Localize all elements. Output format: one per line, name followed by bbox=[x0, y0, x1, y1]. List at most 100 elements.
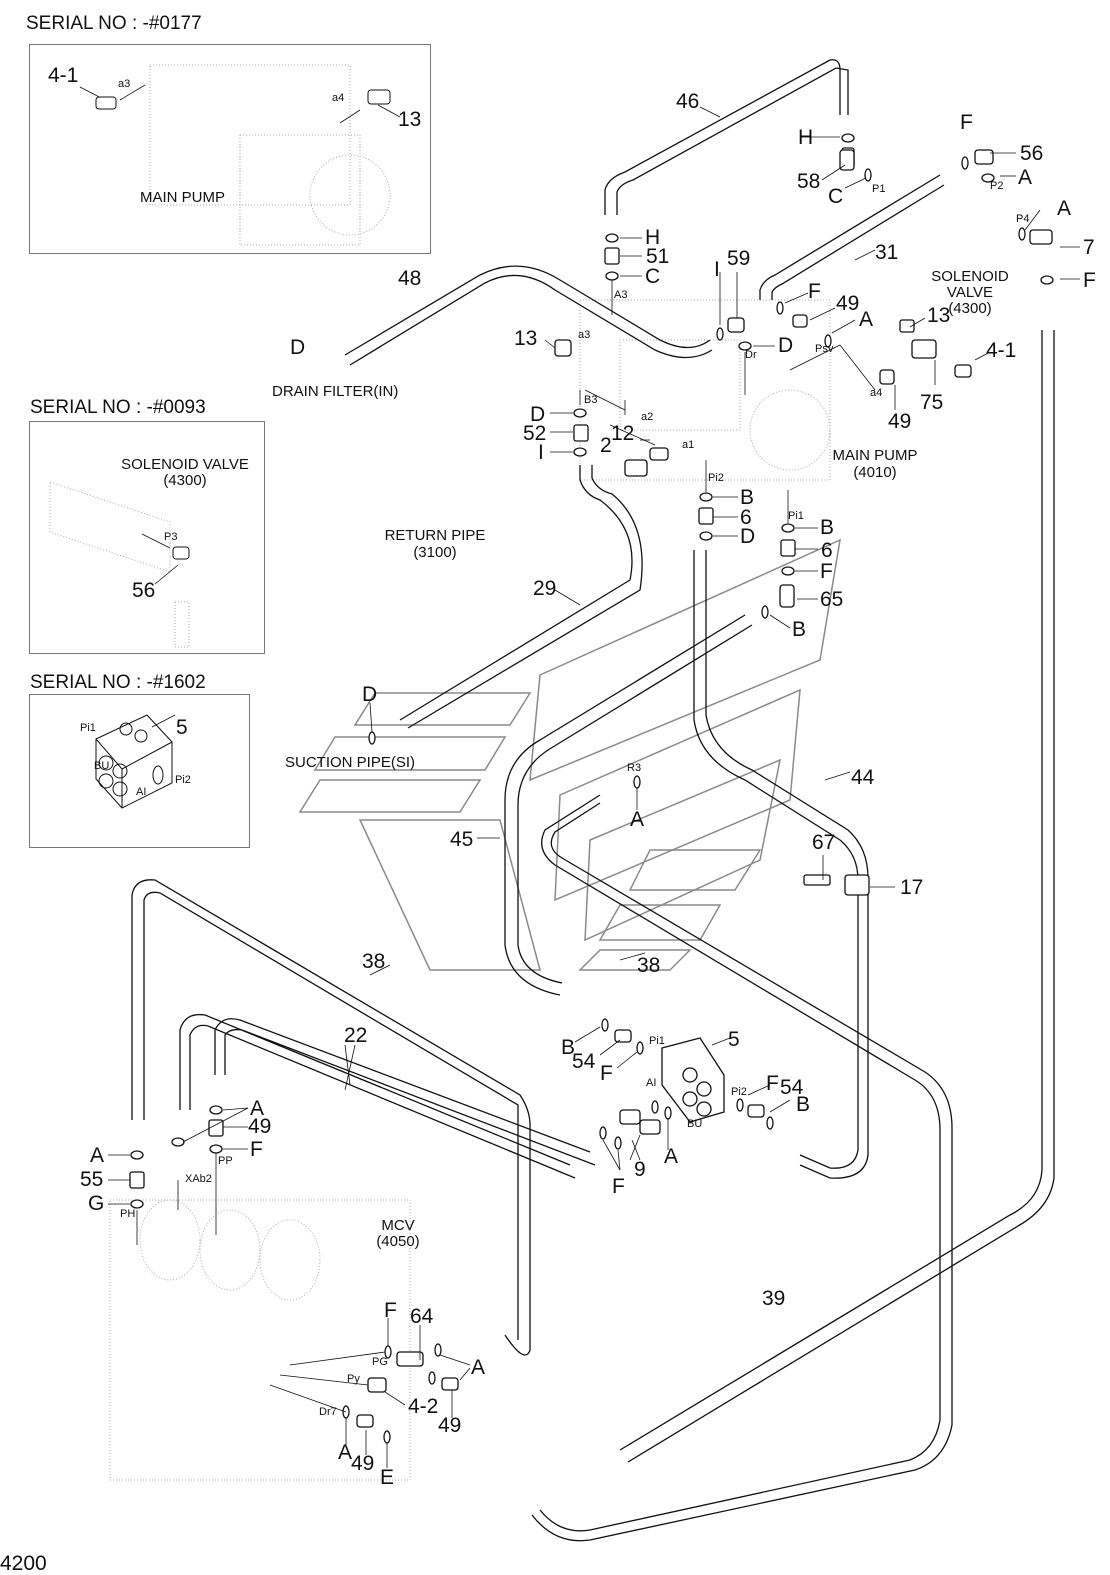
callout-6-b: 6 bbox=[821, 539, 833, 562]
callout-65: 65 bbox=[820, 588, 844, 611]
main-pump-label: MAIN PUMP bbox=[140, 189, 226, 206]
seal-B-pi2: B bbox=[740, 486, 755, 509]
port-a3: a3 bbox=[578, 329, 591, 341]
seal-D-suction: D bbox=[362, 683, 378, 706]
port-psv: Psv bbox=[815, 343, 834, 355]
port-a4: a4 bbox=[332, 92, 345, 104]
port-pi1: Pi1 bbox=[788, 510, 804, 522]
callout-54-right: 54 bbox=[780, 1076, 804, 1099]
seal-H-top: H bbox=[798, 126, 814, 149]
callout-31: 31 bbox=[875, 241, 899, 264]
port-py: Py bbox=[347, 1373, 360, 1385]
seal-G: G bbox=[88, 1192, 105, 1215]
suction-pipe-label: SUCTION PIPE(SI) bbox=[285, 754, 416, 771]
callout-56: 56 bbox=[132, 579, 156, 602]
callout-67: 67 bbox=[812, 831, 836, 854]
callout-4-1-main: 4-1 bbox=[986, 339, 1017, 362]
callout-46: 46 bbox=[676, 90, 700, 113]
callout-58: 58 bbox=[797, 170, 821, 193]
port-pi2: Pi2 bbox=[175, 774, 191, 786]
callout-44: 44 bbox=[851, 766, 875, 789]
seal-B-pi1: B bbox=[820, 516, 835, 539]
callout-4-2: 4-2 bbox=[408, 1395, 439, 1418]
callout-17: 17 bbox=[900, 876, 924, 899]
port-p1: P1 bbox=[872, 183, 886, 195]
seal-A-block: A bbox=[664, 1145, 679, 1168]
port-pi1: Pi1 bbox=[80, 722, 96, 734]
callout-38-left: 38 bbox=[362, 950, 386, 973]
port-bu: BU bbox=[94, 760, 110, 772]
port-a1: a1 bbox=[682, 439, 695, 451]
callout-49-b: 49 bbox=[888, 410, 912, 433]
port-p3: P3 bbox=[164, 531, 178, 543]
return-pipe-code: (3100) bbox=[413, 544, 457, 561]
seal-D-dr: D bbox=[778, 334, 794, 357]
seal-C: C bbox=[645, 265, 661, 288]
mcv-code: (4050) bbox=[376, 1233, 420, 1250]
callout-22: 22 bbox=[344, 1024, 368, 1047]
seal-E: E bbox=[380, 1466, 395, 1489]
solenoid-valve-label-1: SOLENOID bbox=[931, 268, 1009, 285]
port-a3-upper: A3 bbox=[614, 289, 628, 301]
callout-48: 48 bbox=[398, 267, 422, 290]
port-pp: PP bbox=[218, 1155, 233, 1167]
callout-5-main: 5 bbox=[728, 1028, 740, 1051]
inset-1-title: SERIAL NO : -#0177 bbox=[26, 13, 202, 34]
callout-64: 64 bbox=[410, 1305, 434, 1328]
callout-75: 75 bbox=[920, 391, 944, 414]
seal-I: I bbox=[538, 441, 544, 464]
port-pg: PG bbox=[372, 1356, 388, 1368]
solenoid-valve-label: SOLENOID VALVE bbox=[121, 456, 249, 473]
callout-13: 13 bbox=[398, 108, 422, 131]
seal-B-right: B bbox=[796, 1093, 811, 1116]
callout-39: 39 bbox=[762, 1287, 786, 1310]
seal-B-65: B bbox=[792, 618, 807, 641]
seal-F-56: F bbox=[960, 111, 973, 134]
inset-2-solenoid-valve: SOLENOID VALVE (4300) P3 56 bbox=[29, 421, 265, 654]
callout-49-a: 49 bbox=[836, 292, 860, 315]
callout-45: 45 bbox=[450, 828, 474, 851]
port-p2: P2 bbox=[990, 180, 1004, 192]
port-a3: a3 bbox=[118, 78, 131, 90]
port-dr: Dr bbox=[745, 349, 757, 361]
solenoid-valve-sketch bbox=[49, 481, 190, 648]
seal-A-p4: A bbox=[1057, 197, 1072, 220]
seal-A-psv: A bbox=[859, 308, 874, 331]
inset-3-valve-block: Pi1 5 BU AI Pi2 bbox=[29, 694, 250, 848]
callout-49-d: 49 bbox=[438, 1414, 462, 1437]
port-ai: AI bbox=[136, 786, 147, 798]
port-a4: a4 bbox=[870, 387, 883, 399]
seal-I-top: I bbox=[714, 258, 720, 281]
callout-49-e: 49 bbox=[351, 1452, 375, 1475]
seal-A-r3: A bbox=[630, 808, 645, 831]
port-xab2: XAb2 bbox=[185, 1173, 212, 1185]
leader-lines bbox=[108, 106, 1080, 1468]
port-ai-block: AI bbox=[646, 1077, 657, 1089]
seal-F-pi2-block: F bbox=[766, 1072, 779, 1095]
seal-D-pi2: D bbox=[740, 525, 756, 548]
callout-56: 56 bbox=[1020, 142, 1044, 165]
callout-54-left: 54 bbox=[572, 1050, 596, 1073]
main-pump-code: (4010) bbox=[853, 464, 897, 481]
return-pipe-label: RETURN PIPE bbox=[384, 527, 486, 544]
port-pi2-block: Pi2 bbox=[731, 1086, 747, 1098]
port-ph: PH bbox=[120, 1208, 136, 1220]
seal-F-pg: F bbox=[384, 1299, 397, 1322]
port-b3: B3 bbox=[584, 394, 598, 406]
seal-A-dr7: A bbox=[338, 1441, 353, 1464]
fittings bbox=[129, 133, 1054, 1444]
main-pump-label: MAIN PUMP bbox=[832, 447, 918, 464]
callout-13-main: 13 bbox=[514, 327, 538, 350]
hoses bbox=[131, 59, 1055, 1542]
seal-F-pi1-block: F bbox=[600, 1062, 613, 1085]
page-code: 4200 bbox=[0, 1552, 47, 1575]
callout-9: 9 bbox=[634, 1158, 646, 1181]
callout-52: 52 bbox=[523, 422, 547, 445]
seal-F-31: F bbox=[808, 280, 821, 303]
port-bu-block: BU bbox=[687, 1118, 703, 1130]
seal-F-pi1: F bbox=[820, 560, 833, 583]
seal-H: H bbox=[645, 226, 661, 249]
seal-D-b3: D bbox=[530, 403, 546, 426]
inset-3-title: SERIAL NO : -#1602 bbox=[30, 672, 206, 693]
callout-38-right: 38 bbox=[637, 954, 661, 977]
